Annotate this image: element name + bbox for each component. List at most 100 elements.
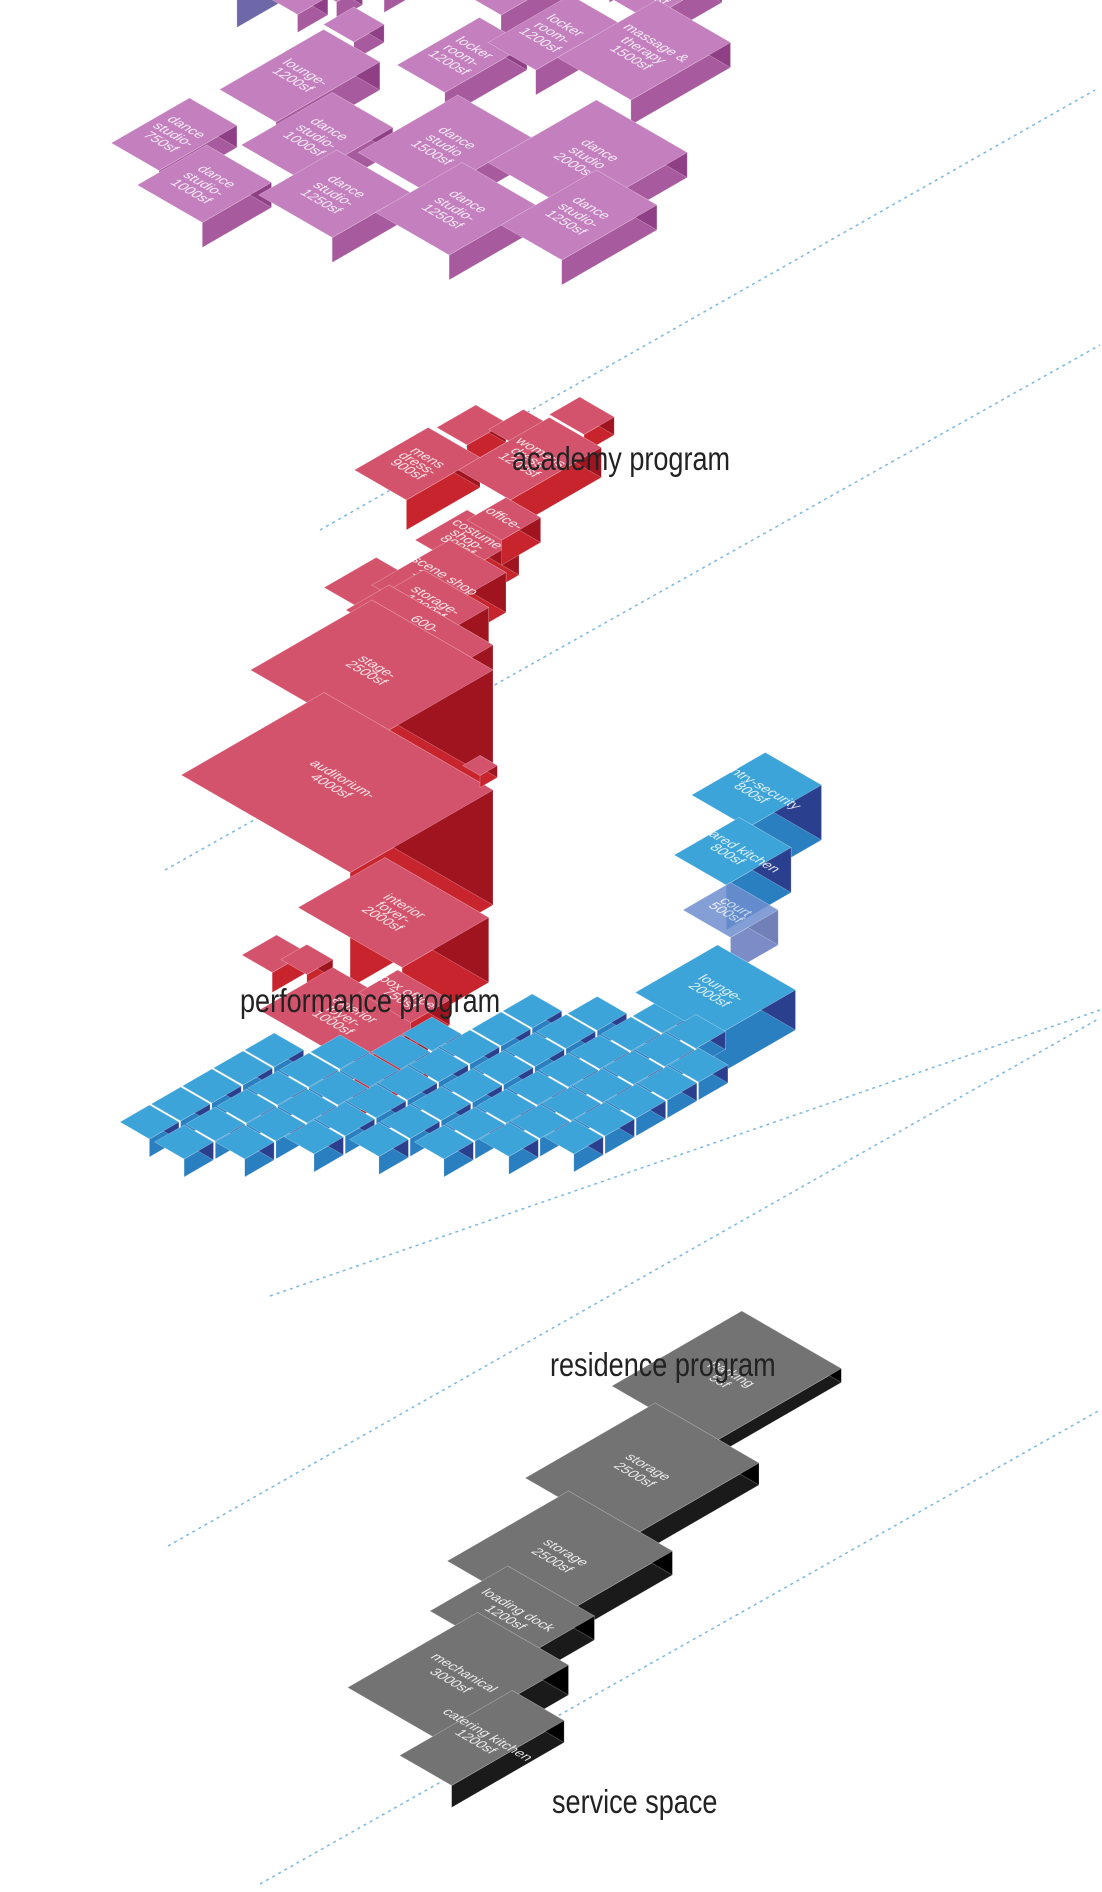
massing-block — [271, 0, 329, 34]
block-top-face — [245, 1106, 306, 1142]
massing-block-dance-studio-1000-a: dancestudio-1000sf — [136, 144, 273, 249]
massing-block — [668, 1047, 729, 1101]
block-top-face — [280, 944, 334, 975]
block-top-face — [119, 1104, 180, 1140]
block-top-face — [572, 1068, 633, 1103]
block-top-face — [181, 1068, 242, 1104]
block-side-face — [716, 0, 723, 4]
block-top-face — [150, 1086, 211, 1122]
block-top-face — [276, 1088, 338, 1124]
block-top-face — [153, 1124, 215, 1160]
block-top-face — [346, 1083, 407, 1119]
massing-block-office: office- — [466, 496, 542, 566]
massing-block-courtyard-1000: courtyard1000sf — [236, 0, 286, 29]
block-top-face — [538, 1052, 599, 1088]
space-label: mensdress-900sf — [384, 444, 452, 483]
massing-block — [462, 754, 498, 789]
block-top-face — [398, 1690, 565, 1786]
block-top-face — [212, 1050, 273, 1086]
academy-program-caption: academy program — [512, 440, 731, 477]
massing-block-storage-2500-b: storage2500sf — [446, 1490, 674, 1646]
massing-block — [574, 1101, 635, 1155]
performance-program-caption: performance program — [240, 982, 501, 1019]
block-top-face — [543, 1119, 604, 1155]
block-top-face — [408, 1047, 469, 1083]
massing-block-catering-kitchen: catering kitchen1200sf — [398, 1689, 565, 1809]
block-top-face — [442, 1068, 503, 1103]
block-top-face — [358, 969, 451, 1023]
block-top-face — [413, 1124, 474, 1160]
block-top-face — [214, 1124, 275, 1160]
block-top-face — [541, 1086, 602, 1121]
block-top-face — [500, 169, 658, 261]
block-top-face — [567, 996, 628, 1031]
block-top-face — [478, 1122, 539, 1157]
massing-block — [348, 1121, 410, 1176]
block-top-face — [569, 1034, 630, 1070]
block-top-face — [401, 1016, 462, 1052]
service-space-massing: parking5sfstorage2500sfstorage2500sfload… — [346, 1310, 842, 1809]
block-top-face — [600, 1016, 662, 1052]
block-top-face — [474, 0, 528, 16]
residence-program-caption: residence program — [550, 1346, 776, 1383]
block-side-face — [353, 0, 363, 6]
block-top-face — [504, 1032, 565, 1067]
block-top-face — [180, 692, 494, 873]
massing-block — [543, 1119, 604, 1173]
block-top-face — [556, 0, 732, 101]
block-top-face — [603, 1050, 664, 1085]
massing-block-mens-dress: mensdress-900sf — [353, 426, 481, 531]
block-top-face — [244, 1032, 305, 1068]
massing-block-lounge-2000: lounge-2000sf — [634, 944, 797, 1079]
massing-block — [637, 1065, 698, 1119]
block-top-face — [548, 396, 615, 435]
massing-block-entry-security: entry-security800sf — [691, 751, 823, 884]
block-top-face — [411, 1086, 472, 1121]
massing-block — [478, 1121, 539, 1176]
block-top-face — [136, 144, 273, 223]
block-top-face — [308, 1070, 369, 1106]
massing-block-womens-dress: womensdress-1200sf — [457, 416, 602, 531]
block-top-face — [283, 1119, 344, 1155]
massing-block — [214, 1124, 275, 1178]
block-top-face — [353, 427, 481, 501]
massing-block — [153, 1124, 215, 1178]
block-top-face — [370, 1034, 431, 1070]
block-top-face — [339, 1052, 400, 1088]
block-top-face — [240, 92, 394, 181]
block-top-face — [315, 1101, 376, 1137]
block-top-face — [439, 1029, 500, 1065]
block-top-face — [606, 1083, 667, 1119]
block-top-face — [185, 1106, 246, 1142]
block-top-face — [634, 1032, 695, 1067]
block-top-face — [691, 752, 823, 828]
block-top-face — [309, 1034, 370, 1070]
block-top-face — [216, 1088, 277, 1124]
block-top-face — [380, 1104, 441, 1139]
block-top-face — [673, 817, 792, 886]
massing-block-computer: computer600sf — [383, 0, 407, 14]
block-top-face — [462, 755, 498, 776]
academy-program-massing: courtyard-800sfcourtyard1000sflecture th… — [110, 0, 732, 286]
block-top-face — [247, 1070, 308, 1106]
massing-block — [606, 1083, 667, 1137]
block-top-face — [502, 993, 563, 1029]
block-top-face — [219, 29, 381, 123]
block-top-face — [473, 1050, 534, 1085]
block-top-face — [278, 1052, 339, 1088]
massing-block-classroom-1200: class-room-1200sf — [608, 0, 615, 4]
block-top-face — [476, 1088, 537, 1124]
block-top-face — [510, 1104, 571, 1139]
block-front-face — [608, 0, 615, 4]
massing-block — [315, 1101, 376, 1155]
massing-block-court: court500sf — [682, 881, 779, 974]
massing-block — [283, 1119, 344, 1173]
block-top-face — [574, 1101, 635, 1137]
block-top-face — [466, 497, 542, 541]
block-front-face — [383, 0, 407, 14]
block-top-face — [535, 1014, 596, 1049]
block-top-face — [507, 1070, 568, 1106]
